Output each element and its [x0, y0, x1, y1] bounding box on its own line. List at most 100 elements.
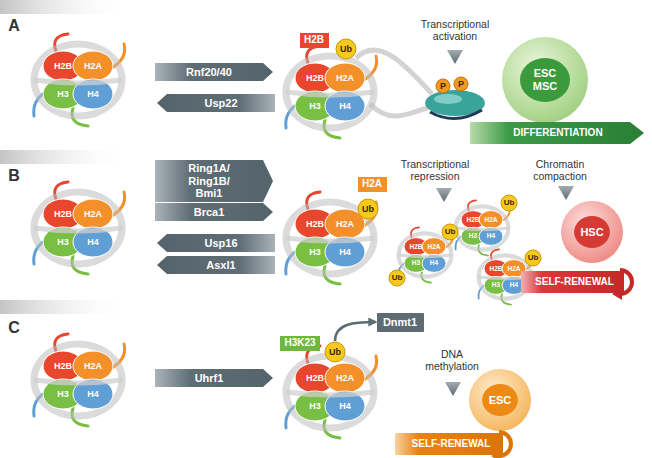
histone-tag: H2B [300, 33, 329, 48]
histone-label: H2B [54, 361, 72, 371]
dna-wrap [456, 228, 509, 230]
panel-letter: B [8, 167, 20, 185]
cell-circle: HSC [560, 200, 624, 264]
ubiquitin-circle: Ub [324, 341, 346, 363]
annotation-text: Transcriptional repression [390, 158, 480, 182]
node-text: DIFFERENTIATION [513, 127, 602, 139]
dna-wrap [34, 344, 122, 416]
histone-core [73, 199, 113, 229]
node-text: Ub [504, 198, 515, 207]
cell-circle: ESC MSC [501, 36, 589, 124]
dna-wrap [34, 192, 122, 264]
annotation-text: Chromatin compaction [520, 158, 600, 182]
node-text: Dnmt1 [383, 316, 417, 329]
histone-label: H4 [487, 233, 495, 240]
down-triangle [558, 186, 574, 200]
histone-label: H3 [492, 282, 500, 289]
enzyme-arrow: Uhrf1 [155, 369, 273, 387]
node-text: ESC MSC [525, 67, 565, 92]
node-text: Ub [329, 347, 341, 357]
cell-circle: ESC [468, 368, 532, 432]
node-text: Asxl1 [206, 259, 235, 272]
cell-body [502, 37, 588, 123]
curved-arrow [335, 322, 376, 341]
renewal-arrowhead [491, 450, 501, 458]
histone-label: H4 [339, 247, 351, 257]
histone-label: H2A [84, 209, 102, 219]
dna-wrap [286, 92, 374, 95]
band-shape [521, 271, 624, 293]
histone-core [73, 351, 113, 381]
arrow-shape [155, 369, 273, 387]
node-text: Ring1A/ Ring1B/ Bmi1 [183, 162, 235, 200]
circle-shape [358, 199, 378, 219]
histone-tag: H2A [358, 177, 387, 192]
histone-core [73, 51, 113, 81]
circle-shape [389, 270, 405, 286]
enzyme-arrow: Usp22 [157, 94, 275, 112]
node-text: P [440, 81, 446, 91]
arrow-shape [155, 160, 273, 202]
histone-label: H2A [336, 373, 354, 383]
arrow-shape [155, 63, 273, 81]
nucleosome [286, 192, 377, 284]
histone-label: H2B [54, 61, 72, 71]
dna-wrap [399, 233, 452, 276]
panel-letter: A [8, 17, 20, 35]
dna-wrap [456, 206, 509, 249]
band-shape [395, 433, 503, 455]
histone-tag: H3K23 [280, 336, 320, 351]
polymerase-highlight [434, 94, 462, 104]
fate-band: SELF-RENEWAL [395, 433, 525, 455]
box-shape [280, 336, 320, 351]
dna-wrap [34, 80, 122, 83]
histone-label: H2A [507, 265, 520, 272]
cell-body [561, 201, 623, 263]
circle-shape [501, 195, 517, 211]
dna-linker [370, 104, 428, 116]
histone-label: H3 [469, 233, 477, 240]
dna-wrap [286, 392, 374, 395]
ubiquitin-circle: Ub [524, 249, 542, 267]
box-shape [377, 313, 424, 332]
node-text: Usp22 [204, 97, 237, 110]
ubiquitin-circle: Ub [500, 194, 518, 212]
histone-label: H4 [510, 282, 518, 289]
dna-wrap [34, 44, 122, 116]
circle-shape [525, 250, 541, 266]
nucleosome [34, 334, 125, 426]
circle-shape [336, 39, 356, 59]
box-shape [358, 177, 387, 192]
arrow-shape [157, 94, 275, 112]
ubiquitin-circle: Ub [441, 223, 459, 241]
enzyme-arrow: Rnf20/40 [155, 63, 273, 81]
histone-label: H2A [84, 361, 102, 371]
ubiquitin-circle: Ub [335, 38, 357, 60]
arrow-shape [157, 256, 275, 274]
histone-label: H3 [57, 89, 69, 99]
fate-band: DIFFERENTIATION [470, 122, 644, 144]
circle-shape [325, 342, 345, 362]
histone-core [479, 211, 503, 229]
node-text: Ub [392, 273, 403, 282]
node-text: Ub [445, 227, 456, 236]
arrow-shape [157, 234, 275, 252]
band-shape [470, 122, 644, 144]
arrow-shape [155, 203, 273, 221]
histone-label: H4 [87, 389, 99, 399]
histone-label: H2B [306, 73, 324, 83]
histone-label: H2B [489, 265, 502, 272]
circle-shape [436, 79, 450, 93]
histone-label: H2B [409, 243, 422, 250]
node-text: H2A [362, 178, 382, 190]
histone-label: H3 [412, 260, 420, 267]
enzyme-box: Dnmt1 [377, 313, 424, 332]
histone-label: H2B [466, 216, 479, 223]
node-text: Uhrf1 [195, 372, 224, 385]
histone-label: H4 [87, 237, 99, 247]
dna-wrap [286, 238, 374, 241]
histone-label: H3 [309, 401, 321, 411]
enzyme-arrow: Usp16 [157, 234, 275, 252]
annotation-text: Transcriptional activation [413, 18, 497, 42]
histone-label: H4 [430, 260, 438, 267]
